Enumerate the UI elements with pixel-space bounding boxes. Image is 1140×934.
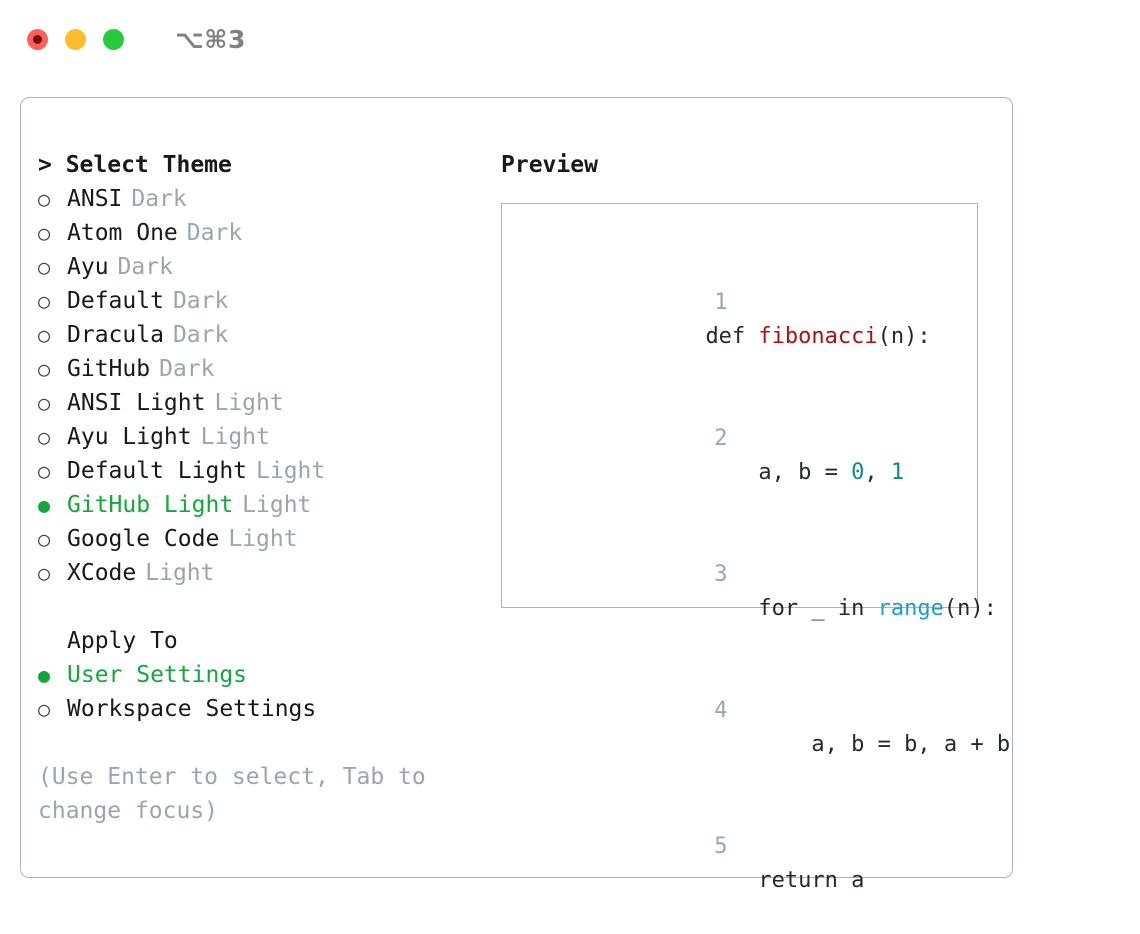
- theme-option-xcode[interactable]: ○ XCode Light: [38, 556, 498, 590]
- code-text: a, b = 0, 1: [705, 460, 905, 485]
- theme-list: ○ ANSI Dark ○ Atom One Dark ○ Ayu Dark: [38, 182, 498, 590]
- theme-tag: Light: [256, 458, 326, 484]
- keyboard-hint-text: (Use Enter to select, Tab to change focu…: [38, 764, 426, 824]
- theme-option-default-light[interactable]: ○ Default Light Light: [38, 454, 498, 488]
- theme-tag: Light: [200, 424, 270, 450]
- theme-option-ayu-light[interactable]: ○ Ayu Light Light: [38, 420, 498, 454]
- preview-column: Preview 1 def fibonacci(n): 2 a, b = 0, …: [501, 148, 1010, 893]
- apply-to-header: Apply To: [67, 628, 178, 654]
- theme-tag: Dark: [159, 356, 215, 382]
- apply-to-label: User Settings: [67, 662, 248, 688]
- code-sample: 1 def fibonacci(n): 2 a, b = 0, 1 3 for …: [520, 252, 1010, 932]
- zoom-button-icon[interactable]: [103, 28, 124, 50]
- code-text: return a: [705, 868, 865, 893]
- keyboard-shortcut-label: ⌥⌘3: [175, 24, 246, 54]
- theme-name: Atom One: [67, 220, 178, 246]
- theme-name: GitHub Light: [67, 492, 234, 518]
- radio-unselected-icon: ○: [38, 323, 51, 347]
- theme-tag: Dark: [172, 322, 229, 348]
- theme-name: ANSI: [67, 186, 123, 212]
- radio-unselected-icon: ○: [38, 527, 51, 551]
- radio-unselected-icon: ○: [38, 459, 51, 483]
- window-controls: [27, 28, 124, 50]
- main-panel: > Select Theme ○ ANSI Dark ○ Atom One Da…: [20, 97, 1013, 893]
- theme-picker-column: > Select Theme ○ ANSI Dark ○ Atom One Da…: [38, 148, 498, 828]
- theme-name: Default Light: [67, 458, 248, 484]
- theme-name: Dracula: [67, 322, 164, 348]
- line-number: 2: [714, 426, 728, 451]
- line-number: 1: [714, 290, 728, 315]
- theme-option-github-light[interactable]: ● GitHub Light Light: [38, 488, 498, 522]
- line-number: 5: [714, 834, 728, 859]
- theme-option-atom-one[interactable]: ○ Atom One Dark: [38, 216, 498, 250]
- theme-tag: Light: [214, 390, 284, 416]
- theme-option-ayu[interactable]: ○ Ayu Dark: [38, 250, 498, 284]
- line-number: 3: [714, 562, 728, 587]
- code-line: 1 def fibonacci(n):: [520, 252, 977, 388]
- line-number: 4: [714, 698, 728, 723]
- theme-name: XCode: [67, 560, 137, 586]
- radio-unselected-icon: ○: [38, 187, 51, 211]
- theme-option-dracula[interactable]: ○ Dracula Dark: [38, 318, 498, 352]
- theme-tag: Dark: [131, 186, 187, 212]
- theme-option-ansi[interactable]: ○ ANSI Dark: [38, 182, 498, 216]
- select-theme-header: > Select Theme: [38, 152, 232, 178]
- code-line: 4 a, b = b, a + b: [520, 660, 1010, 796]
- theme-option-default[interactable]: ○ Default Dark: [38, 284, 498, 318]
- theme-name: GitHub: [67, 356, 151, 382]
- theme-tag: Light: [242, 492, 312, 518]
- preview-title: Preview: [501, 152, 598, 178]
- minimize-button-icon[interactable]: [65, 28, 86, 50]
- radio-unselected-icon: ○: [38, 391, 51, 415]
- code-text: a, b = b, a + b: [705, 732, 1011, 757]
- close-button-icon[interactable]: [27, 28, 48, 50]
- theme-name: ANSI Light: [67, 390, 206, 416]
- preview-box: 1 def fibonacci(n): 2 a, b = 0, 1 3 for …: [501, 203, 1010, 893]
- theme-tag: Dark: [186, 220, 243, 246]
- theme-name: Google Code: [67, 526, 220, 552]
- radio-unselected-icon: ○: [38, 561, 51, 585]
- radio-unselected-icon: ○: [38, 221, 51, 245]
- theme-tag: Light: [145, 560, 215, 586]
- code-text: def fibonacci(n):: [705, 324, 931, 349]
- theme-name: Ayu: [67, 254, 109, 280]
- code-line: 5 return a: [520, 796, 977, 932]
- code-line: 3 for _ in range(n):: [520, 524, 997, 660]
- theme-name: Default: [67, 288, 164, 314]
- theme-option-google-code[interactable]: ○ Google Code Light: [38, 522, 498, 556]
- code-line: 2 a, b = 0, 1: [520, 388, 977, 524]
- radio-selected-icon: ●: [38, 663, 51, 687]
- list-spacer: [38, 590, 498, 624]
- theme-option-github[interactable]: ○ GitHub Dark: [38, 352, 498, 386]
- radio-unselected-icon: ○: [38, 425, 51, 449]
- apply-to-option-user-settings[interactable]: ● User Settings: [38, 658, 498, 692]
- radio-unselected-icon: ○: [38, 697, 51, 721]
- apply-to-list: ● User Settings ○ Workspace Settings: [38, 658, 498, 726]
- apply-to-label: Workspace Settings: [67, 696, 317, 722]
- theme-option-ansi-light[interactable]: ○ ANSI Light Light: [38, 386, 498, 420]
- radio-unselected-icon: ○: [38, 255, 51, 279]
- theme-tag: Dark: [172, 288, 229, 314]
- radio-unselected-icon: ○: [38, 357, 51, 381]
- apply-to-option-workspace-settings[interactable]: ○ Workspace Settings: [38, 692, 498, 726]
- theme-name: Ayu Light: [67, 424, 192, 450]
- theme-tag: Dark: [117, 254, 173, 280]
- code-text: for _ in range(n):: [705, 596, 997, 621]
- theme-tag: Light: [228, 526, 298, 552]
- title-bar: ⌥⌘3: [0, 0, 1140, 78]
- radio-selected-icon: ●: [38, 493, 51, 517]
- radio-unselected-icon: ○: [38, 289, 51, 313]
